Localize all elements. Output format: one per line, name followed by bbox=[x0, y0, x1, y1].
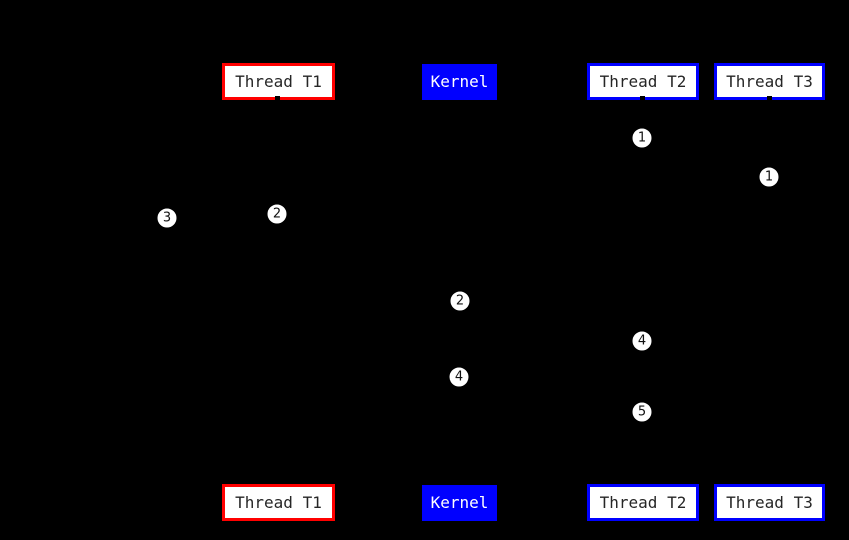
sequence-number-badge: 3 bbox=[156, 207, 178, 229]
participant-box-thread-t1-bottom: Thread T1 bbox=[222, 484, 335, 521]
participant-label: Thread T2 bbox=[599, 492, 687, 512]
participant-label: Thread T1 bbox=[235, 71, 322, 91]
sequence-number-badge: 2 bbox=[266, 203, 288, 225]
sequence-number-badge: 1 bbox=[758, 166, 780, 188]
sequence-number-badge: 2 bbox=[449, 290, 471, 312]
participant-box-kernel-bottom: Kernel bbox=[422, 485, 497, 521]
lifeline-notch bbox=[640, 96, 645, 103]
lifeline-notch bbox=[275, 478, 280, 485]
participant-box-kernel-top: Kernel bbox=[422, 64, 497, 100]
participant-label: Kernel bbox=[430, 493, 489, 512]
participant-box-thread-t2-bottom: Thread T2 bbox=[587, 484, 699, 521]
lifeline-notch bbox=[767, 96, 772, 103]
sequence-number-badge: 5 bbox=[631, 401, 653, 423]
participant-box-thread-t3-top: Thread T3 bbox=[714, 63, 825, 100]
sequence-number-badge: 4 bbox=[448, 366, 470, 388]
participant-box-thread-t1-top: Thread T1 bbox=[222, 63, 335, 100]
participant-label: Thread T2 bbox=[599, 71, 687, 91]
sequence-number-badge: 1 bbox=[631, 127, 653, 149]
participant-label: Kernel bbox=[430, 72, 489, 91]
participant-box-thread-t3-bottom: Thread T3 bbox=[714, 484, 825, 521]
lifeline-notch bbox=[275, 96, 280, 103]
lifeline-notch bbox=[767, 478, 772, 485]
participant-label: Thread T1 bbox=[235, 492, 322, 512]
sequence-number-badge: 4 bbox=[631, 330, 653, 352]
lifeline-notch bbox=[640, 478, 645, 485]
participant-label: Thread T3 bbox=[726, 492, 813, 512]
participant-label: Thread T3 bbox=[726, 71, 813, 91]
participant-box-thread-t2-top: Thread T2 bbox=[587, 63, 699, 100]
